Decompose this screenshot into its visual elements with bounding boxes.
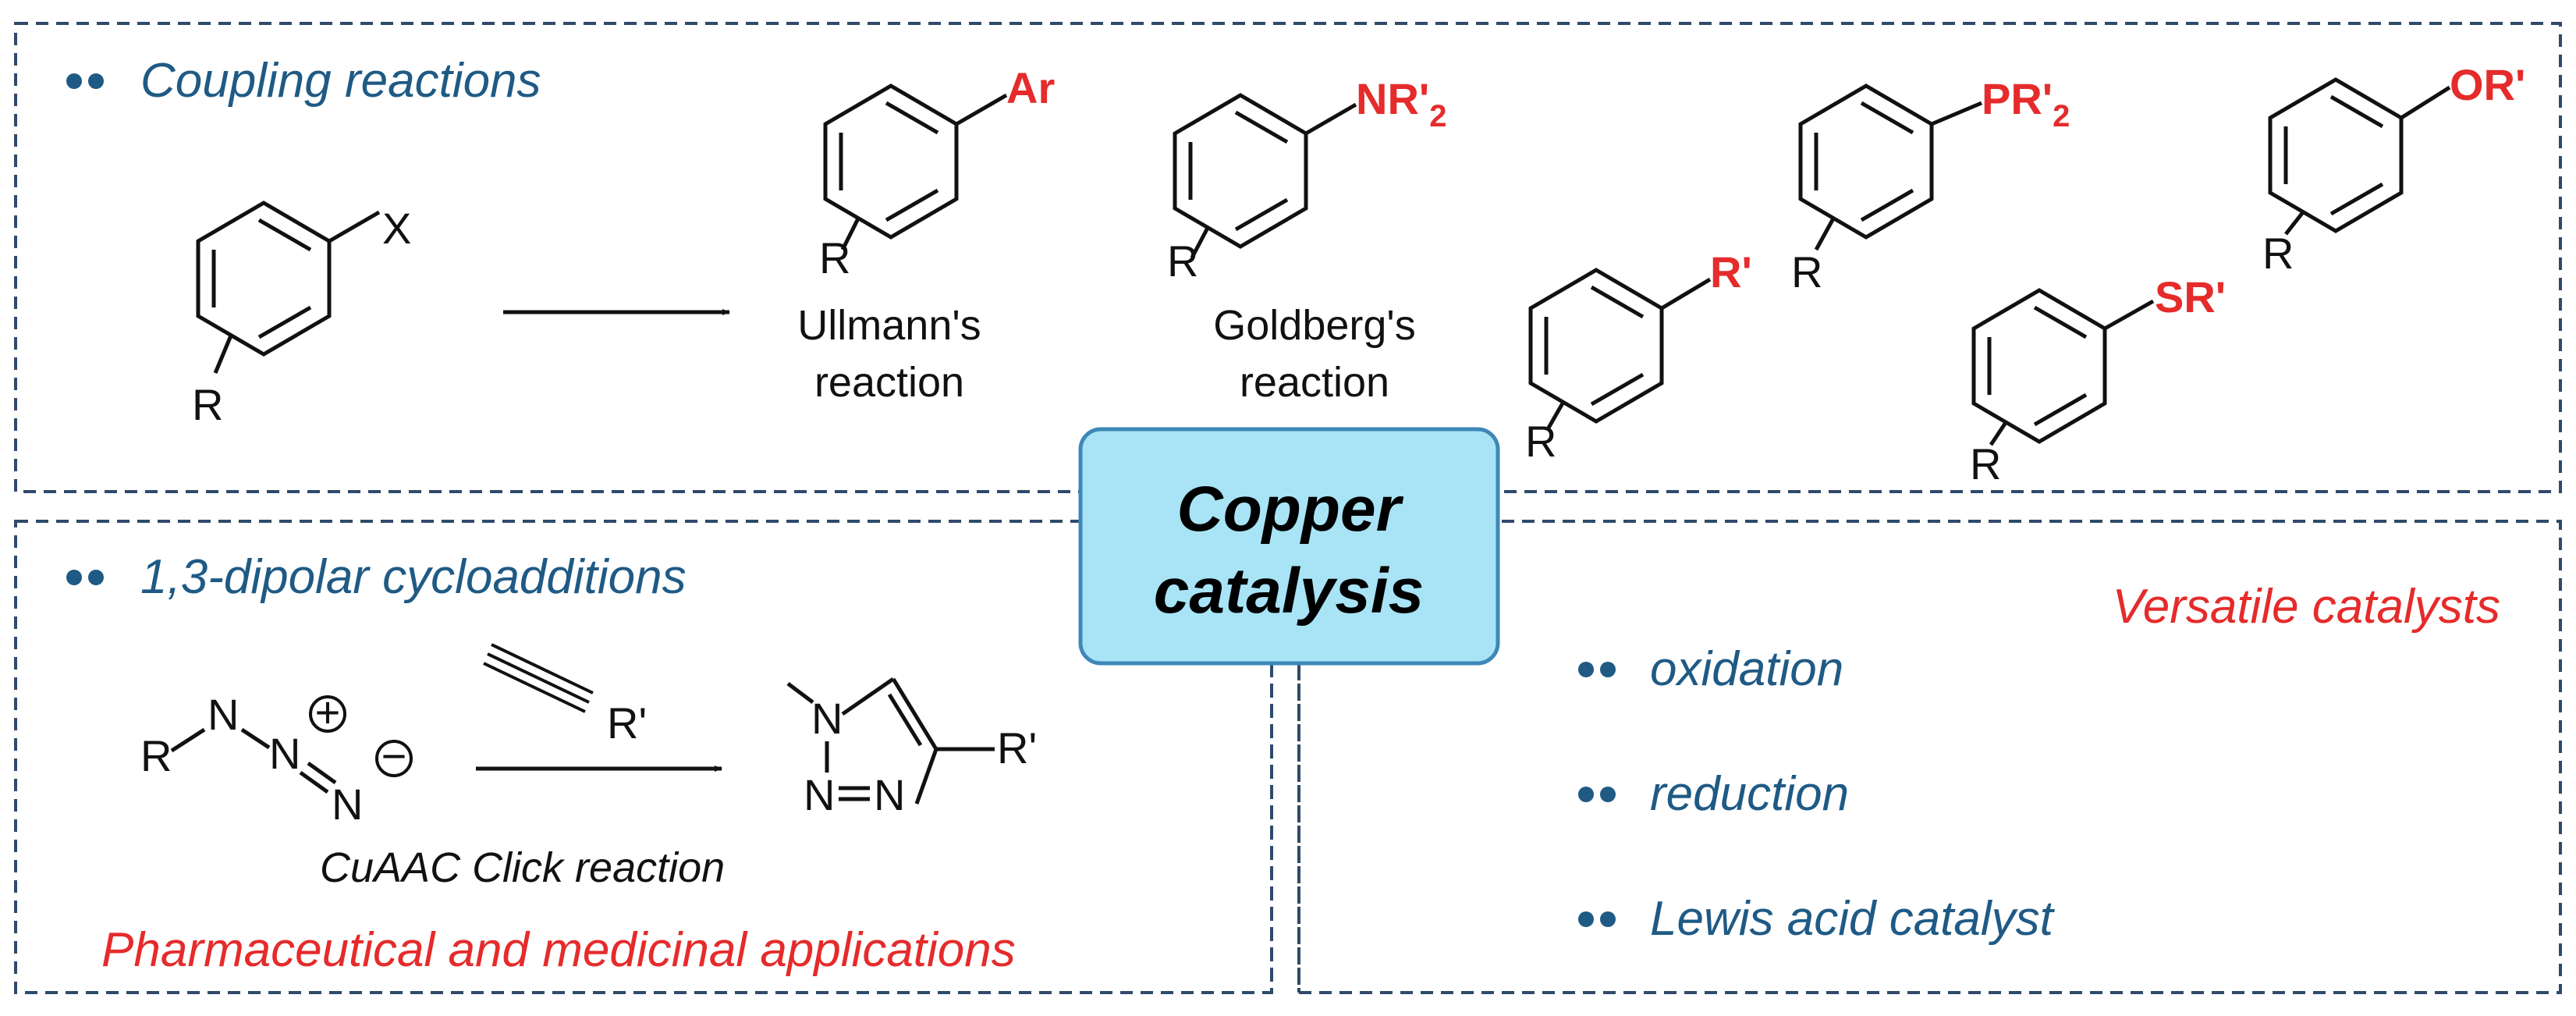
center-title-line1: Copper [1177,474,1404,545]
bullet-dot [66,570,82,585]
versatile-item-oxidation: oxidation [1578,642,1843,696]
bullet-dot [88,73,104,89]
goldberg-product [1173,93,1357,259]
triazole-bond [914,748,939,805]
bullet-dot [1600,911,1616,927]
phosphine-pr-label: PR'2 [1982,74,2070,133]
triazole-n2-label: N [804,770,835,819]
click-reaction-caption: CuAAC Click reaction [320,844,725,891]
goldberg-caption-line2: reaction [1240,359,1389,406]
versatile-item-label: reduction [1650,767,1849,821]
reactant-aryl-halide [196,201,381,374]
thioether-product [1971,288,2155,446]
versatile-title: Versatile catalysts [2113,580,2500,634]
triazole-bond [841,677,895,716]
bullet-dot [1578,911,1594,927]
triazole-product: N N N R' [786,677,1037,819]
bullet-dot [1600,787,1616,802]
coupling-title-text: Coupling reactions [140,54,541,108]
triazole-rprime-label: R' [997,723,1037,773]
azide-n3-label: N [332,780,363,829]
goldberg-nr-main: NR' [1356,74,1429,123]
azide-r-label: R [140,731,172,780]
azide-n1-label: N [208,690,239,739]
phosphine-r-label: R [1791,247,1822,297]
triazole-n1-label: N [811,694,843,743]
triazole-bond [786,682,814,704]
ullmann-ar-label: Ar [1006,63,1055,112]
bullet-dot [1600,662,1616,677]
ullmann-caption-line2: reaction [814,359,964,406]
applications-text: Pharmaceutical and medicinal application… [101,923,1016,977]
ullmann-caption-line1: Ullmann's [797,302,981,349]
alkyne-r-label: R' [607,698,647,748]
goldberg-nr-subscript: 2 [1429,99,1446,133]
reactant-x-label: X [382,204,411,253]
azide-n2-label: N [269,729,300,778]
center-title-line2: catalysis [1154,556,1425,627]
versatile-item-lewis-acid: Lewis acid catalyst [1578,892,2056,946]
azide-plus-sign: + [315,687,341,737]
azide-structure: R N N + N − [140,687,413,829]
bullet-dot [88,570,104,585]
ullmann-r-label: R [819,233,850,282]
azide-double-bond [299,770,329,794]
alkyl-r-label: R [1525,417,1556,466]
copper-catalysis-box [1078,427,1500,666]
ether-or-label: OR' [2450,60,2525,109]
ether-product [2268,77,2451,236]
goldberg-nr-label: NR'2 [1356,74,1446,133]
coupling-title: Coupling reactions [66,54,541,108]
azide-double-bond [307,761,337,785]
triazole-n3-label: N [874,770,905,819]
azide-minus-charge [375,740,413,777]
bullet-dot [1578,787,1594,802]
thioether-r-label: R [1970,439,2001,488]
versatile-item-label: oxidation [1650,642,1843,696]
goldberg-r-label: R [1167,236,1198,286]
thioether-sr-label: SR' [2155,272,2226,321]
azide-bond [240,727,271,750]
cycloaddition-title-text: 1,3-dipolar cycloadditions [140,550,687,604]
bullet-dot [1578,662,1594,677]
phosphine-product [1798,83,1982,251]
phosphine-pr-main: PR' [1982,74,2053,123]
azide-plus-charge [309,695,346,733]
ether-r-label: R [2262,229,2294,278]
phosphine-pr-subscript: 2 [2053,99,2070,133]
ullmann-product [823,83,1008,251]
alkyl-rprime-label: R' [1710,247,1752,297]
azide-minus-sign: − [381,731,407,780]
goldberg-caption-line1: Goldberg's [1213,302,1415,349]
alkyne-reagent [483,643,594,713]
azide-bond [170,727,206,753]
versatile-item-label: Lewis acid catalyst [1650,892,2056,946]
bullet-dot [66,73,82,89]
versatile-item-reduction: reduction [1578,767,1849,821]
reactant-r-label: R [192,380,223,429]
triazole-bond [887,693,923,747]
cycloaddition-title: 1,3-dipolar cycloadditions [66,550,687,604]
alkyl-product [1528,268,1712,431]
triazole-bond [891,677,939,751]
